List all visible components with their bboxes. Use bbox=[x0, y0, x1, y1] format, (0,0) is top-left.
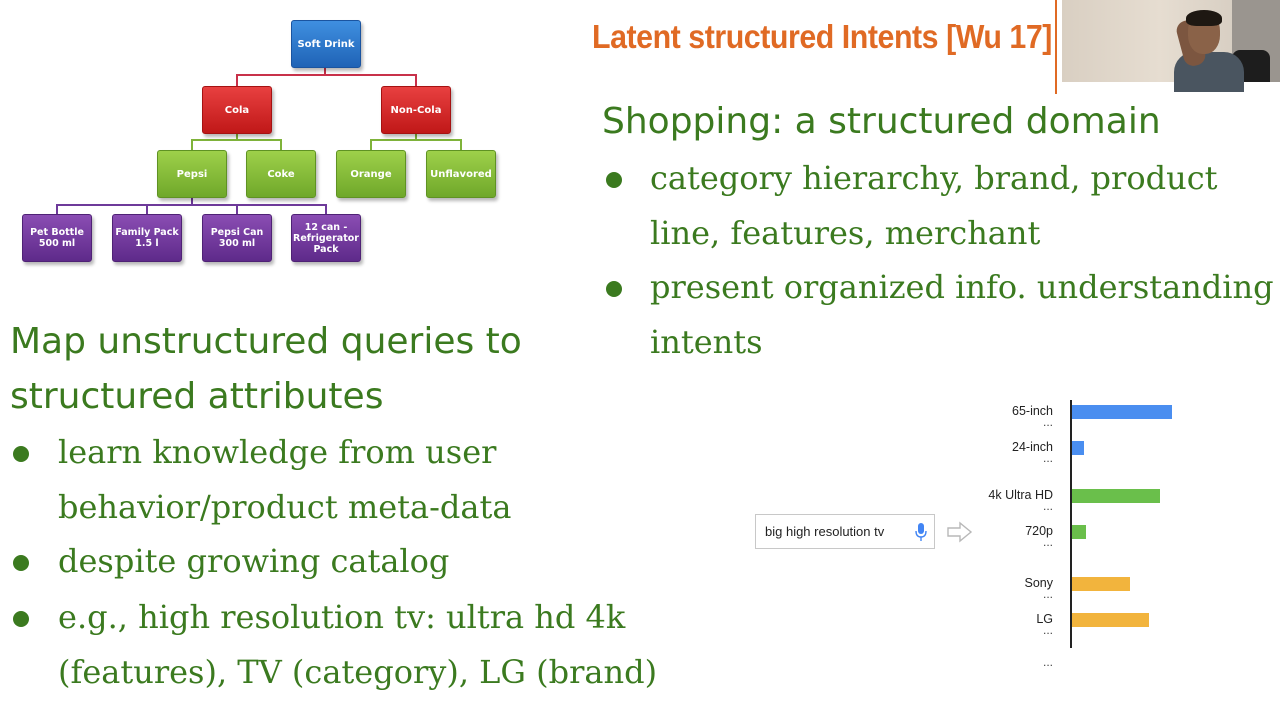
chart-axis bbox=[1070, 400, 1072, 648]
left-bullet-2-line1: despite growing catalog bbox=[58, 542, 450, 580]
bullet-dot bbox=[606, 172, 622, 188]
bar bbox=[1072, 489, 1160, 503]
ellipsis-label: ... bbox=[1042, 451, 1053, 465]
left-bullet-1-line2: behavior/product meta-data bbox=[58, 488, 512, 526]
right-heading: Shopping: a structured domain bbox=[602, 101, 1161, 142]
left-heading-line2: structured attributes bbox=[10, 376, 384, 417]
title-divider bbox=[1055, 0, 1057, 94]
right-bullet-2-line2: intents bbox=[650, 323, 763, 361]
bar bbox=[1072, 525, 1086, 539]
bar bbox=[1072, 577, 1130, 591]
bar-label: 4k Ultra HD bbox=[988, 488, 1053, 502]
node-pepsi-can-line2: 300 ml bbox=[218, 238, 256, 249]
ellipsis-label: ... bbox=[1042, 415, 1053, 429]
node-family-pack-line1: Family Pack bbox=[115, 227, 179, 238]
left-bullet-1-line1: learn knowledge from user bbox=[58, 433, 497, 471]
slide-title: Latent structured Intents [Wu 17] bbox=[592, 18, 1052, 55]
ellipsis-label: ... bbox=[1042, 655, 1053, 669]
bar-label: 65-inch bbox=[1012, 404, 1053, 418]
bar-label: Sony bbox=[1024, 576, 1054, 590]
bullet-dot bbox=[13, 611, 29, 627]
right-bullet-1-line1: category hierarchy, brand, product bbox=[650, 159, 1218, 197]
node-12-can-line2: Refrigerator bbox=[293, 232, 359, 244]
bullet-dot bbox=[13, 555, 29, 571]
webcam-video bbox=[1062, 0, 1280, 92]
search-box: big high resolution tv bbox=[755, 514, 935, 549]
node-family-pack-line2: 1.5 l bbox=[135, 238, 159, 249]
node-pepsi: Pepsi bbox=[157, 150, 227, 198]
bar bbox=[1072, 613, 1149, 627]
node-unflavored: Unflavored bbox=[426, 150, 496, 198]
node-coke: Coke bbox=[246, 150, 316, 198]
node-pet-bottle-line2: 500 ml bbox=[38, 238, 76, 249]
bar-label: 24-inch bbox=[1012, 440, 1053, 454]
ellipsis-label: ... bbox=[1042, 499, 1053, 513]
node-12-can-line1: 12 can - bbox=[304, 221, 348, 233]
category-hierarchy-diagram: Soft Drink Cola Non-Cola Pepsi Coke Oran… bbox=[0, 0, 560, 280]
left-bullet-3-line1: e.g., high resolution tv: ultra hd 4k bbox=[58, 598, 626, 636]
arrow-right-icon bbox=[947, 521, 973, 543]
ellipsis-label: ... bbox=[1042, 587, 1053, 601]
node-soft-drink: Soft Drink bbox=[291, 20, 361, 68]
bar-label: 720p bbox=[1025, 524, 1053, 538]
left-bullet-3-line2: (features), TV (category), LG (brand) bbox=[58, 653, 658, 691]
search-query-text: big high resolution tv bbox=[765, 524, 885, 539]
bullet-dot bbox=[13, 446, 29, 462]
node-pepsi-can-line1: Pepsi Can bbox=[210, 227, 264, 238]
left-heading-line1: Map unstructured queries to bbox=[10, 321, 522, 362]
right-bullet-1-line2: line, features, merchant bbox=[650, 214, 1041, 252]
bar-label: LG bbox=[1036, 612, 1053, 626]
bar bbox=[1072, 405, 1172, 419]
ellipsis-label: ... bbox=[1042, 535, 1053, 549]
bullet-dot bbox=[606, 281, 622, 297]
node-pet-bottle-line1: Pet Bottle bbox=[30, 227, 84, 238]
microphone-icon bbox=[915, 523, 927, 541]
node-non-cola: Non-Cola bbox=[381, 86, 451, 134]
ellipsis-label: ... bbox=[1042, 623, 1053, 637]
bar bbox=[1072, 441, 1084, 455]
node-12-can-line3: Pack bbox=[313, 243, 339, 255]
node-orange: Orange bbox=[336, 150, 406, 198]
right-bullet-2-line1: present organized info. understanding bbox=[650, 268, 1274, 306]
node-cola: Cola bbox=[202, 86, 272, 134]
